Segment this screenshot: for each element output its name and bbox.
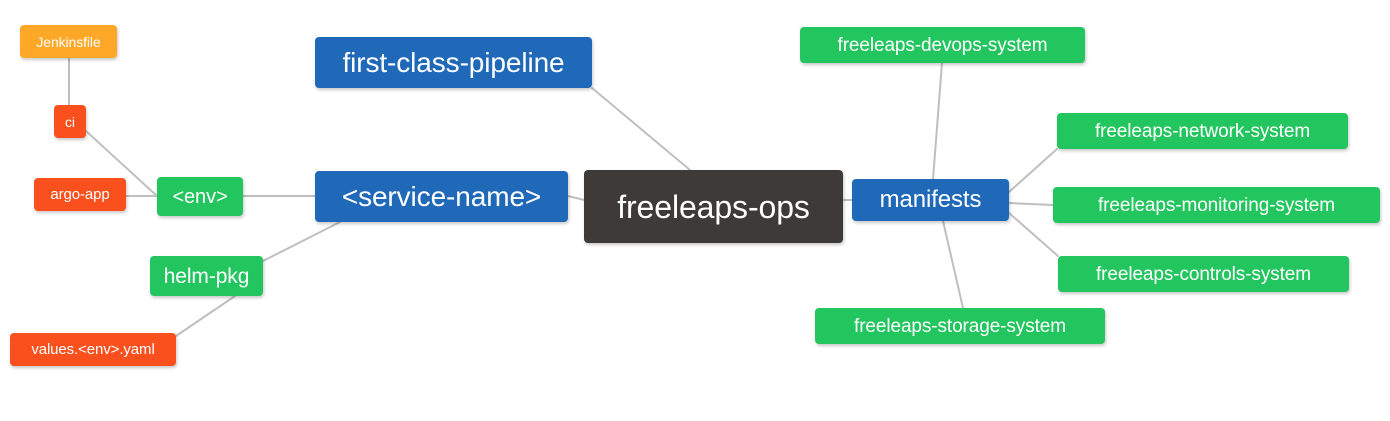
node-service-name[interactable]: <service-name> xyxy=(315,171,568,222)
edge-values-yaml-to-helm-pkg xyxy=(175,295,236,337)
node-network-system[interactable]: freeleaps-network-system xyxy=(1057,113,1348,149)
edge-manifests-to-devops-system xyxy=(932,62,943,180)
edge-service-name-to-freeleaps-ops xyxy=(567,195,585,201)
edge-manifests-to-controls-system xyxy=(1008,212,1059,257)
edge-manifests-to-storage-system xyxy=(942,220,964,309)
node-freeleaps-ops[interactable]: freeleaps-ops xyxy=(584,170,843,243)
node-first-class-pipeline[interactable]: first-class-pipeline xyxy=(315,37,592,88)
node-controls-system[interactable]: freeleaps-controls-system xyxy=(1058,256,1349,292)
node-helm-pkg[interactable]: helm-pkg xyxy=(150,256,263,296)
node-argo-app[interactable]: argo-app xyxy=(34,178,126,211)
node-values-yaml[interactable]: values.<env>.yaml xyxy=(10,333,176,366)
node-devops-system[interactable]: freeleaps-devops-system xyxy=(800,27,1085,63)
edge-helm-pkg-to-service-name xyxy=(262,221,341,262)
node-monitoring-system[interactable]: freeleaps-monitoring-system xyxy=(1053,187,1380,223)
node-env[interactable]: <env> xyxy=(157,177,243,216)
node-jenkinsfile[interactable]: Jenkinsfile xyxy=(20,25,117,58)
node-storage-system[interactable]: freeleaps-storage-system xyxy=(815,308,1105,344)
edge-first-class-pipeline-to-freeleaps-ops xyxy=(591,87,691,171)
node-ci[interactable]: ci xyxy=(54,105,86,138)
node-manifests[interactable]: manifests xyxy=(852,179,1009,221)
edge-manifests-to-monitoring-system xyxy=(1008,202,1054,206)
edge-manifests-to-network-system xyxy=(1008,148,1058,193)
